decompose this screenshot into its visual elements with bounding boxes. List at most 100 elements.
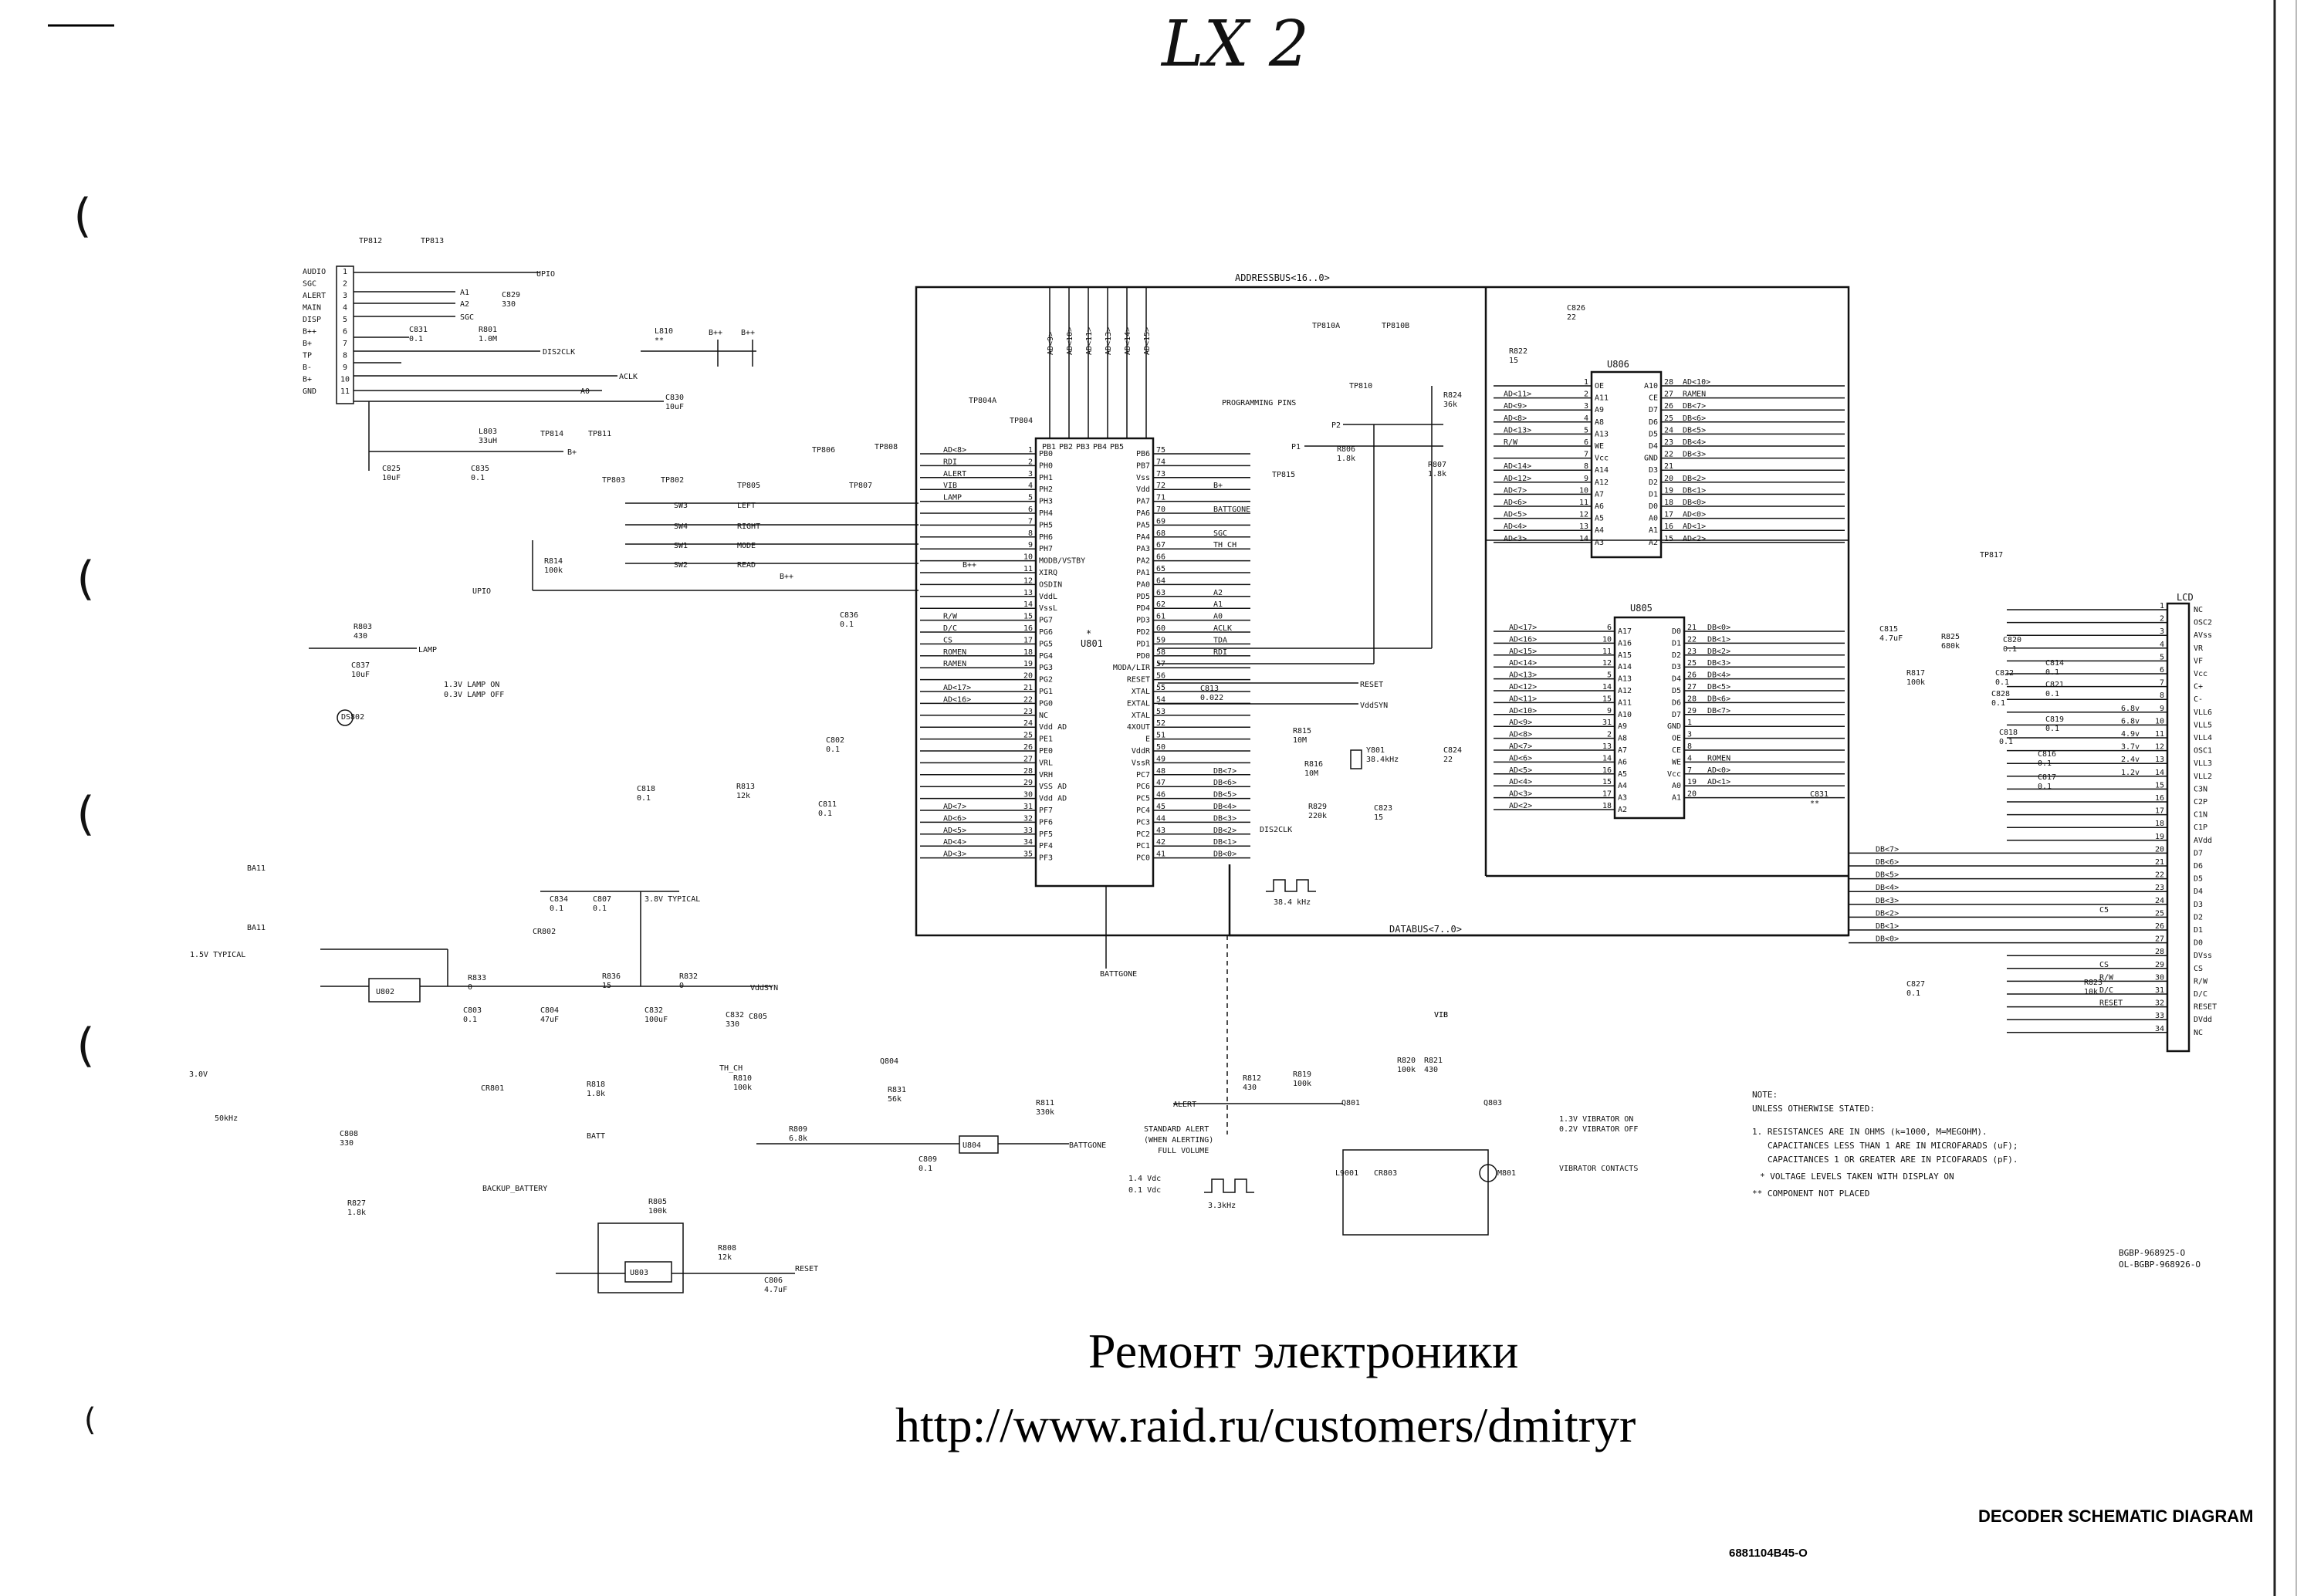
cpu-ref: U801 <box>1081 638 1103 649</box>
lcd-pin-signal: DVdd <box>2194 1016 2212 1024</box>
prom-pin-number: 9 <box>1584 475 1588 483</box>
component-value-label: 10k <box>2084 988 2098 996</box>
prom-pin-number: 23 <box>1664 438 1673 447</box>
ram-pin-signal: A3 <box>1618 794 1627 803</box>
ram-pin-signal: D6 <box>1672 698 1681 707</box>
cpu-pin-signal: PH5 <box>1039 521 1053 529</box>
cpu-pin-number: 10 <box>1023 553 1033 562</box>
lcd-pin-signal: Vcc <box>2194 670 2207 678</box>
component-value-label: 0 <box>468 983 472 992</box>
ram-net-label: DB<1> <box>1707 635 1730 644</box>
component-value-label: 100uF <box>644 1016 668 1024</box>
component-value-label: 56k <box>888 1095 902 1104</box>
component-ref-label: Q803 <box>1483 1099 1502 1107</box>
lcd-pin-number: 27 <box>2155 935 2164 944</box>
lcd-pin-number: 31 <box>2155 986 2164 995</box>
ram-pin-number: 20 <box>1687 790 1697 799</box>
ram-pin-signal: CE <box>1672 746 1681 755</box>
component-value-label: 0.1 <box>550 905 563 913</box>
component-value-label: 6.8k <box>789 1134 807 1143</box>
lcd-pin-signal: D2 <box>2194 913 2203 921</box>
cpu-pin-signal: PA3 <box>1136 545 1150 553</box>
prom-net-label: DB<7> <box>1683 402 1706 411</box>
lcd-pin-number: 19 <box>2155 833 2164 841</box>
cpu-pin-signal: PA4 <box>1136 533 1150 542</box>
prom-pin-signal: D4 <box>1649 442 1658 451</box>
prom-pin-number: 19 <box>1664 486 1673 495</box>
component-value-label: 4.7uF <box>1879 634 1903 643</box>
cpu-pin-signal: PH7 <box>1039 545 1053 553</box>
cpu-pin-number: 50 <box>1156 743 1165 752</box>
upio-top-label: UPIO <box>536 270 555 279</box>
cpu-pin-number: 18 <box>1023 648 1033 657</box>
cpu-top-net-label: AD<14> <box>1124 327 1132 355</box>
prom-pin-number: 16 <box>1664 522 1673 531</box>
cpu-left-net-label: AD<16> <box>943 695 971 704</box>
cpu-pin-signal: PH1 <box>1039 474 1053 482</box>
cpu-right-net-label: BATTGONE <box>1213 506 1250 514</box>
prom-net-label: AD<9> <box>1504 402 1527 411</box>
v38-label: 3.8V TYPICAL <box>644 895 700 904</box>
component-value-label: 100k <box>1293 1080 1311 1088</box>
component-ref-label: C824 <box>1443 746 1462 755</box>
component-value-label: 100k <box>648 1207 667 1216</box>
component-ref-label: C831 <box>409 326 428 334</box>
cpu-pin-signal: PF6 <box>1039 818 1053 827</box>
prom-pin-signal: D0 <box>1649 502 1658 511</box>
cpu-pin-signal: E <box>1145 735 1150 744</box>
ram-pin-signal: A14 <box>1618 663 1632 671</box>
ram-pin-signal: A10 <box>1618 711 1632 719</box>
ram-pin-signal: D3 <box>1672 663 1681 671</box>
prom-pin-signal: CE <box>1649 394 1658 403</box>
prom-net-label: AD<7> <box>1504 486 1527 495</box>
a2-label: A2 <box>460 300 469 309</box>
programming-pins: PROGRAMMING PINS P2 P1 RESET VddSYN DIS2… <box>1100 386 1443 979</box>
prom-net-label: AD<5> <box>1504 511 1527 519</box>
cpu-pin-number: 51 <box>1156 732 1165 740</box>
cpu-pin-signal: Vdd AD <box>1039 723 1067 732</box>
component-ref-label: CR803 <box>1374 1169 1397 1178</box>
component-value-label: 47uF <box>540 1016 559 1024</box>
watermark-line-2: http://www.raid.ru/customers/dmitryr <box>895 1398 1636 1452</box>
testpoint-label: TP812 <box>359 237 382 245</box>
lcd-pin-signal: AVdd <box>2194 837 2212 845</box>
svg-text:(: ( <box>71 787 99 841</box>
prom-pin-signal: A6 <box>1595 502 1604 511</box>
cpu-pin-number: 58 <box>1156 648 1165 657</box>
ram-pin-signal: D1 <box>1672 639 1681 648</box>
component-ref-label: C837 <box>351 661 370 670</box>
ram-net-label: AD<16> <box>1509 635 1537 644</box>
cpu-top-pin-signal: PB5 <box>1110 443 1124 451</box>
cpu-pin-signal: PA5 <box>1136 521 1150 529</box>
cpu-pin-number: 16 <box>1023 624 1033 633</box>
ram-net-label: ROMEN <box>1707 754 1730 762</box>
lcd-pin-signal: D6 <box>2194 862 2203 871</box>
lcd-pin-signal: OSC1 <box>2194 747 2212 756</box>
lcd-pin-number: 8 <box>2160 691 2164 700</box>
component-ref-label: R803 <box>354 623 372 631</box>
alert-vibrator-section: ALERT STANDARD ALERT (WHEN ALERTING) FUL… <box>1128 935 1638 1236</box>
prom-net-label: DB<0> <box>1683 499 1706 507</box>
component-value-label: 220k <box>1308 812 1327 820</box>
connector-pin-number: 11 <box>340 387 350 396</box>
prom-pin-signal: A11 <box>1595 394 1609 403</box>
component-value-label: 10M <box>1304 769 1318 778</box>
ram-net-label: AD<15> <box>1509 648 1537 656</box>
cpu-pin-number: 17 <box>1023 636 1033 644</box>
ram-net-label: AD<17> <box>1509 624 1537 632</box>
component-ref-label: L9001 <box>1335 1169 1358 1178</box>
cpu-pin-signal: PG4 <box>1039 652 1053 661</box>
cpu-pin-number: 54 <box>1156 695 1165 704</box>
component-ref-label: R822 <box>1509 347 1527 356</box>
disclk2-label: DIS2CLK <box>1260 826 1292 834</box>
cpu-top-pin-signal: PB1 <box>1042 443 1056 451</box>
component-ref-label: C809 <box>918 1155 937 1164</box>
cpu-pin-number: 45 <box>1156 803 1165 811</box>
ram-pin-number: 6 <box>1607 624 1612 632</box>
cpu-pin-number: 60 <box>1156 624 1165 633</box>
component-ref-label: R810 <box>733 1074 752 1083</box>
freq-33-label: 3.3kHz <box>1208 1202 1236 1210</box>
cpu-right-net-label: A2 <box>1213 589 1223 597</box>
lcd-pin-signal: R/W <box>2194 977 2208 986</box>
